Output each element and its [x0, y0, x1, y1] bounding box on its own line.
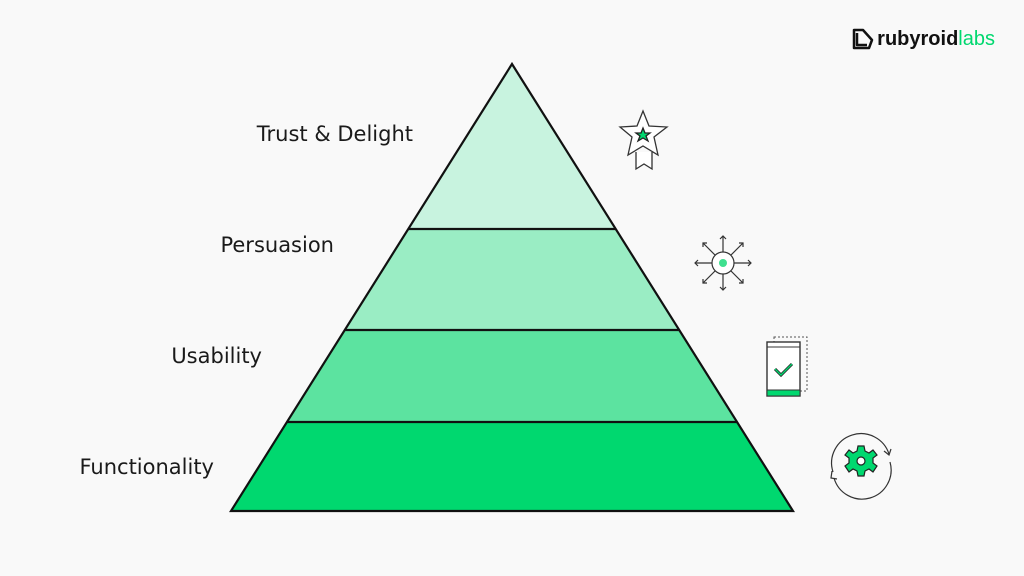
award-star-icon — [618, 109, 669, 171]
logo-text-ruby: rubyroid — [877, 28, 959, 50]
label-functionality: Functionality — [79, 455, 214, 479]
label-persuasion: Persuasion — [220, 233, 334, 257]
pyramid-level-trust-delight — [408, 64, 616, 229]
pyramid-level-persuasion — [345, 229, 679, 330]
mobile-checkmark-icon — [766, 336, 808, 397]
logo-mark-icon — [852, 28, 874, 50]
label-usability: Usability — [171, 344, 262, 368]
pyramid-level-usability — [287, 330, 737, 422]
label-trust-delight: Trust & Delight — [256, 122, 413, 146]
gear-cycle-icon — [830, 433, 892, 500]
pyramid-outline — [229, 61, 795, 513]
radiating-arrows-icon — [694, 235, 752, 291]
pyramid-level-functionality — [231, 422, 793, 511]
logo-text-labs: labs — [958, 28, 995, 50]
